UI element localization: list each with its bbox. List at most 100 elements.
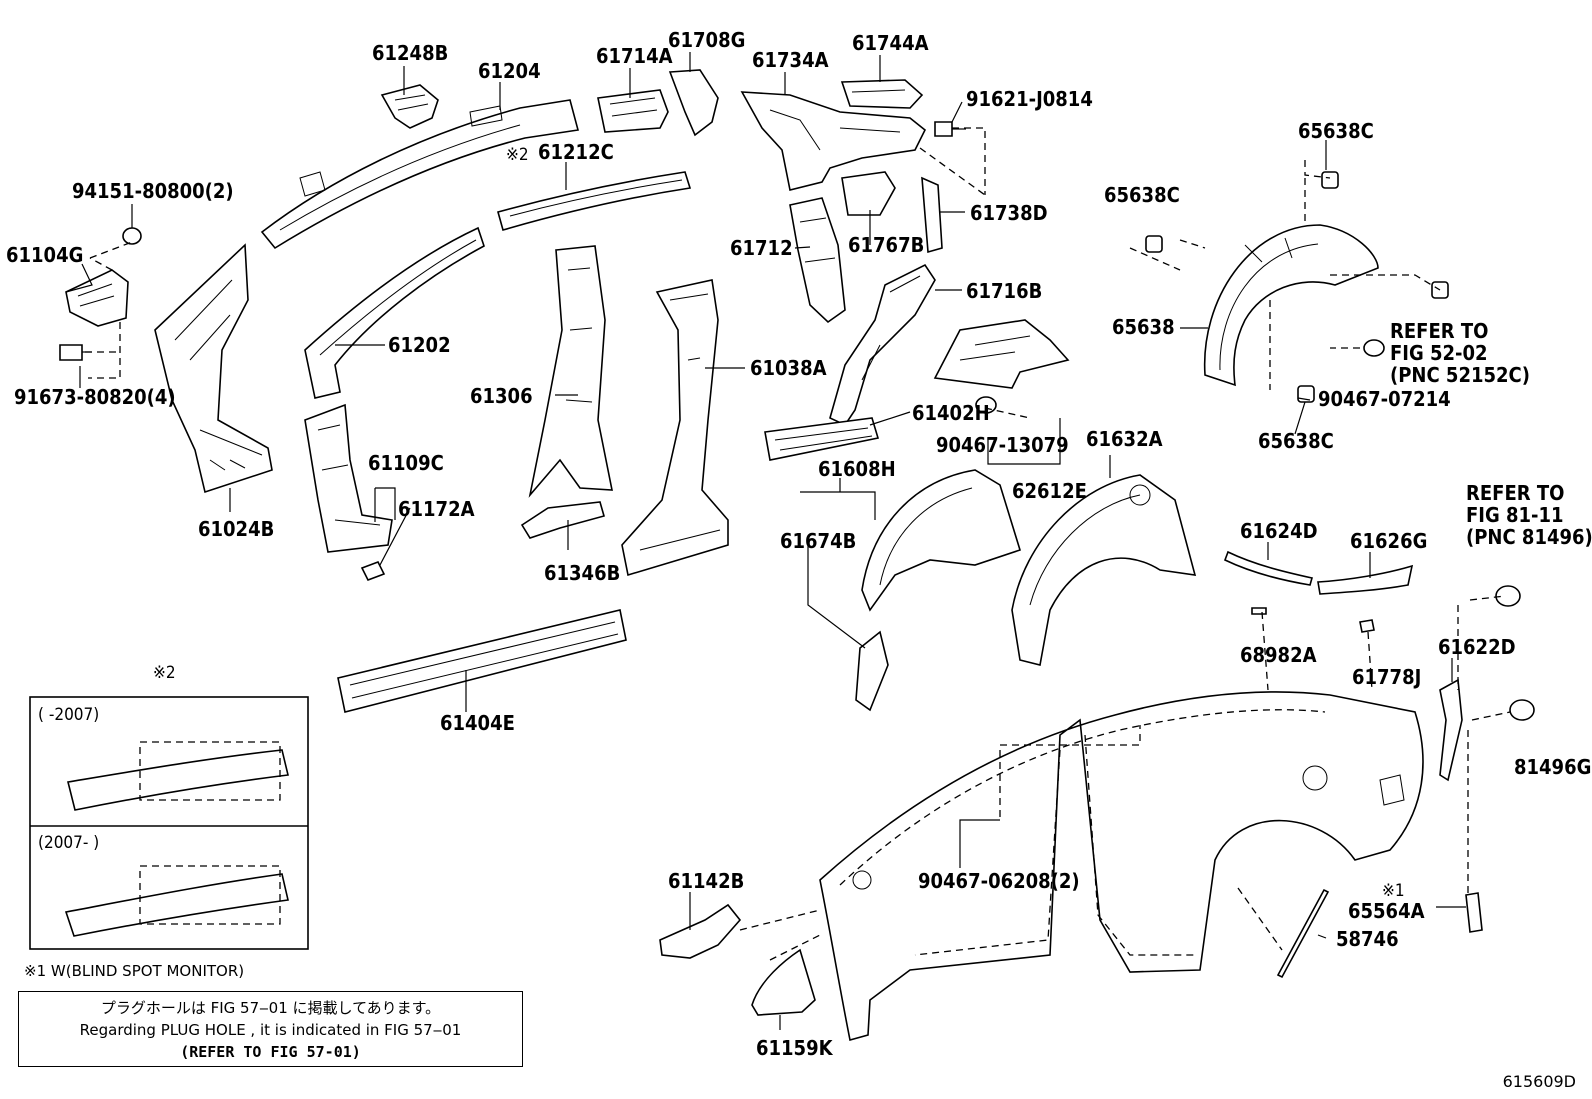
front-pillar-61024B[interactable] [154,243,273,494]
footnote-blind-spot-monitor: ※1 W(BLIND SPOT MONITOR) [24,962,245,980]
refer-52-line2: FIG 52-02 [1390,341,1488,365]
roof-side-inner-61202[interactable] [304,226,485,399]
note-line-refer: (REFER TO FIG 57-01) [180,1043,361,1061]
center-pillar-inner-61306[interactable] [528,245,613,498]
label-61212C: 61212C [538,140,614,164]
label-61622D: 61622D [1438,635,1516,659]
label-61734A: 61734A [752,48,829,72]
label-61306: 61306 [470,384,533,408]
label-61674B: 61674B [780,529,856,553]
label-61402H: 61402H [912,401,990,425]
wheel-house-inner-61608H[interactable] [861,469,1021,612]
label-61024B: 61024B [198,517,274,541]
label-65638: 65638 [1112,315,1175,339]
roof-rail-61212C[interactable] [497,171,692,231]
quarter-inner-61716B[interactable] [829,263,936,427]
label-61632A: 61632A [1086,427,1163,451]
nut-65638C-top[interactable] [1321,171,1339,189]
clip-68982A[interactable] [1251,607,1267,615]
label-61738D: 61738D [970,201,1048,225]
label-61608H: 61608H [818,457,896,481]
bolt-91621-J0814[interactable] [934,121,966,137]
fender-liner-65638[interactable] [1203,224,1379,387]
label-61038A: 61038A [750,356,827,380]
label-61346B: 61346B [544,561,620,585]
mark-2-b: ※2 [153,663,176,683]
label-61142B: 61142B [668,869,744,893]
bracket-61744A[interactable] [840,79,924,109]
bracket-61622D[interactable] [1439,678,1463,782]
label-68982A: 68982A [1240,643,1317,667]
grommet-81496G[interactable] [1509,699,1535,721]
refer-81-line2: FIG 81-11 [1466,503,1564,527]
bracket-61708G[interactable] [668,69,719,137]
bracket-61767B[interactable] [841,171,896,216]
label-61716B: 61716B [966,279,1042,303]
inset-rail-b [64,865,289,937]
bracket-61346B[interactable] [520,501,605,539]
label-81496G: 81496G [1514,755,1591,779]
rocker-outer-61404E[interactable] [337,609,627,713]
refer-52-line1: REFER TO [1390,319,1488,343]
roof-side-rail-61204[interactable] [260,99,580,250]
clip-61778J[interactable] [1359,619,1375,633]
bracket-61738D[interactable] [921,176,943,254]
refer-52-line3: (PNC 52152C) [1390,363,1530,387]
label-61202: 61202 [388,333,451,357]
part-labels: 61248B 61204 61714A 61708G 61734A 61744A… [6,28,1591,1060]
inset-rail-a [67,741,289,811]
rocker-inner-61402H[interactable] [764,417,880,461]
refer-fig-52-02: REFER TO FIG 52-02 (PNC 52152C) [1390,319,1530,387]
panel-62612E[interactable] [933,319,1070,389]
grommet-81496[interactable] [1495,585,1521,607]
plug-hole-note: プラグホールは FIG 57‒01 に掲載してあります。 Regarding P… [18,991,523,1067]
label-91673-80820: 91673-80820(4) [14,385,176,409]
bracket-61674B[interactable] [855,630,889,712]
label-65638C-bottom: 65638C [1258,429,1334,453]
wheel-house-outer-61632A[interactable] [1011,474,1197,666]
bracket-61248B[interactable] [380,84,439,129]
clip-90467-07214[interactable] [1363,339,1385,357]
moulding-61624D[interactable] [1223,550,1314,586]
label-61109C: 61109C [368,451,444,475]
strip-58746[interactable] [1276,888,1330,979]
bracket-61159K[interactable] [751,948,816,1016]
label-61404E: 61404E [440,711,515,735]
bracket-61172A[interactable] [360,560,386,582]
nut-65638C-left[interactable] [1145,235,1163,253]
center-pillar-outer-61038A[interactable] [621,279,729,577]
quarter-panel-upper-61734A[interactable] [740,91,927,191]
diagram-reference-id: 615609D [1502,1072,1576,1091]
label-61172A: 61172A [398,497,475,521]
label-61744A: 61744A [852,31,929,55]
label-65564A: 65564A [1348,899,1425,923]
front-pillar-lower-61109C[interactable] [304,403,393,553]
label-90467-06208: 90467-06208(2) [918,869,1080,893]
label-61624D: 61624D [1240,519,1318,543]
leader-lines [65,52,1511,1030]
label-90467-07214: 90467-07214 [1318,387,1451,411]
nut-65638C-bottom[interactable] [1297,385,1315,403]
label-61104G: 61104G [6,243,83,267]
nut-94151-80800[interactable] [122,227,142,245]
label-61248B: 61248B [372,41,448,65]
label-91621-J0814: 91621-J0814 [966,87,1093,111]
label-90467-13079: 90467-13079 [936,433,1069,457]
mark-2-a: ※2 [506,145,529,165]
inset-range-b: (2007- ) [38,833,99,853]
body-side-outer-panel[interactable] [819,691,1424,1042]
bracket-61142B[interactable] [659,903,742,959]
bracket-61104G[interactable] [65,269,129,327]
note-line-english: Regarding PLUG HOLE , it is indicated in… [79,1021,462,1039]
bracket-61714A[interactable] [597,89,669,133]
label-65638C-top: 65638C [1298,119,1374,143]
label-61159K: 61159K [756,1036,834,1060]
label-61778J: 61778J [1352,665,1421,689]
label-61714A: 61714A [596,44,673,68]
bracket-61712[interactable] [789,197,846,324]
label-61626G: 61626G [1350,529,1427,553]
bracket-65564A[interactable] [1465,892,1483,933]
moulding-61626G[interactable] [1317,564,1414,595]
label-65638C-left: 65638C [1104,183,1180,207]
